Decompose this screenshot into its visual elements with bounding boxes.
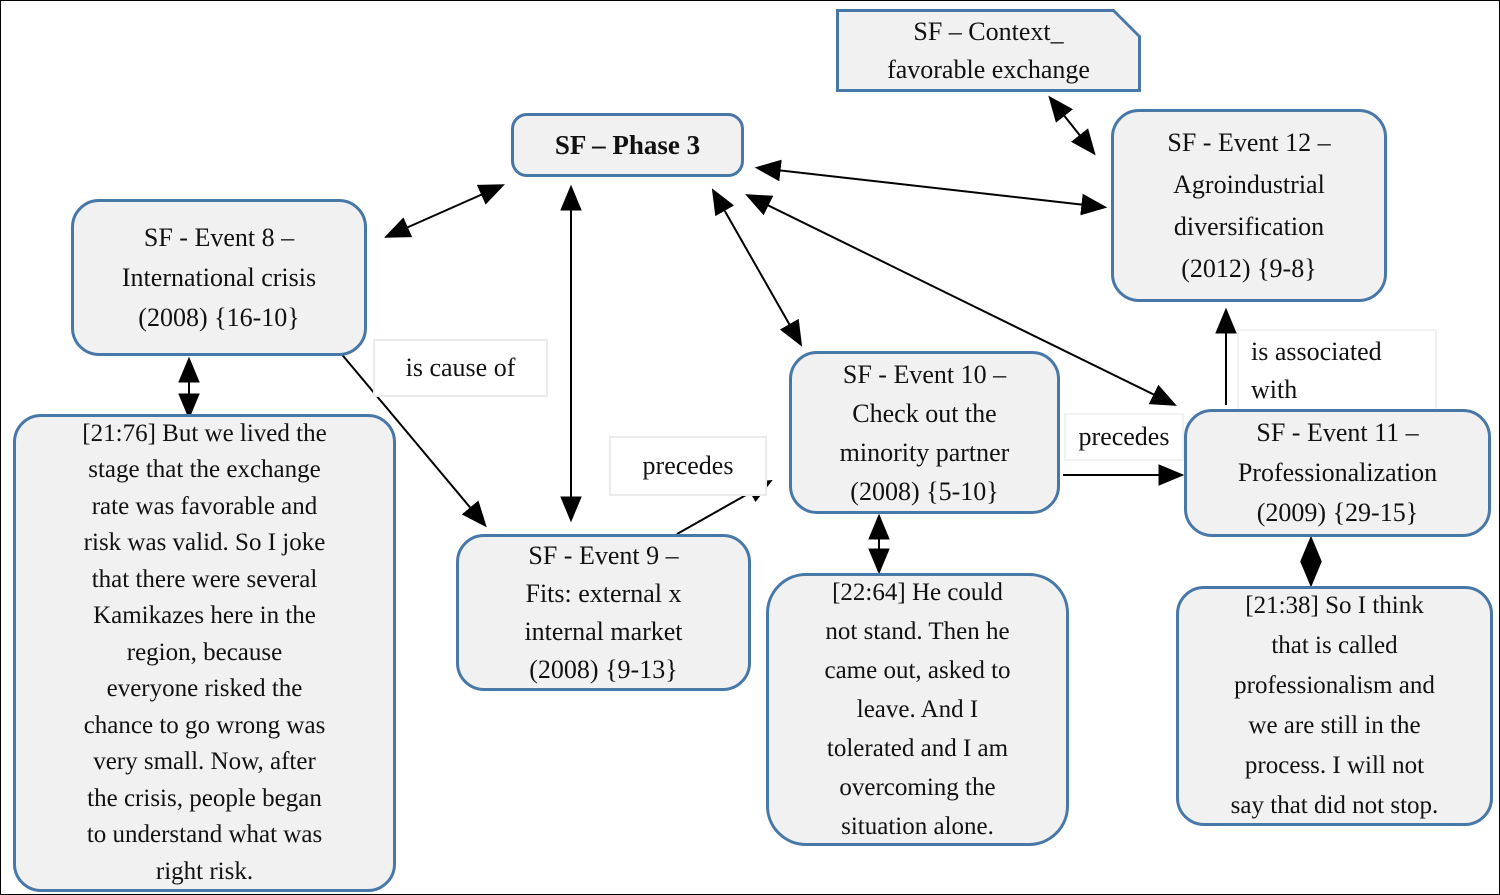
node-event12[interactable]: SF - Event 12 – Agroindustrial diversifi… (1111, 109, 1387, 302)
edge-event8-event9 (338, 350, 487, 528)
edge-context-event12 (1048, 95, 1096, 156)
node-phase3[interactable]: SF – Phase 3 (511, 113, 744, 177)
node-quote-22-64[interactable]: [22:64] He could not stand. Then he came… (766, 573, 1069, 846)
edge-event8-phase3 (384, 184, 505, 238)
node-quote-21-38[interactable]: [21:38] So I think that is called profes… (1176, 586, 1493, 826)
node-quote-21-76[interactable]: [21:76] But we lived the stage that the … (13, 414, 396, 892)
edge-label-precedes-10-11: precedes (1064, 413, 1184, 461)
edge-label-is-cause-of: is cause of (373, 339, 548, 397)
node-context-label: SF – Context_ favorable exchange (839, 12, 1138, 89)
node-context-favorable-exchange[interactable]: SF – Context_ favorable exchange (836, 9, 1141, 92)
node-event9[interactable]: SF - Event 9 – Fits: external x internal… (456, 534, 751, 691)
edge-phase3-event11 (745, 194, 1177, 406)
node-event11[interactable]: SF - Event 11 – Professionalization (200… (1184, 409, 1491, 537)
node-event8[interactable]: SF - Event 8 – International crisis (200… (71, 199, 367, 356)
edge-label-is-associated-with: is associated with (1237, 329, 1437, 413)
edge-label-precedes-9-10: precedes (609, 436, 767, 496)
node-event10[interactable]: SF - Event 10 – Check out the minority p… (789, 351, 1060, 514)
edge-phase3-event12 (754, 159, 1108, 216)
